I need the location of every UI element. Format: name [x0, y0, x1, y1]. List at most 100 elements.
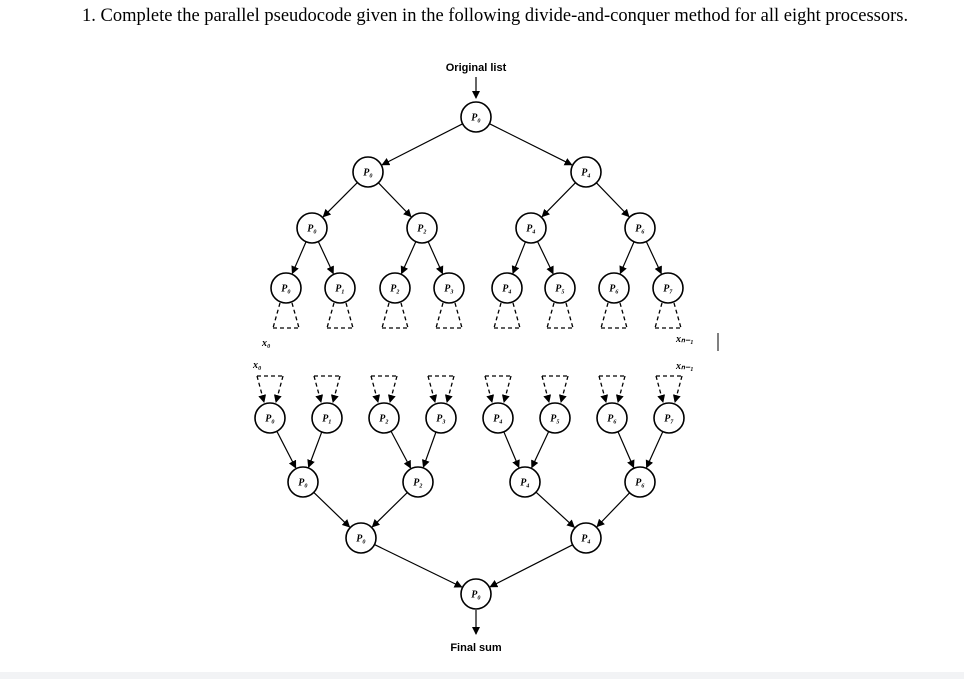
merge-dashes-3 [427, 375, 455, 403]
node-combine-l1-6-circle [596, 402, 628, 434]
divide-edge-l2-1 [377, 182, 412, 218]
combine-edge-l1-5 [531, 431, 550, 469]
combine-edge-l1-2 [390, 430, 412, 469]
divide-edge-l3-1 [317, 241, 334, 275]
node-combine-l1-1-circle [311, 402, 343, 434]
node-combine-l1-5: P₅ [539, 402, 571, 434]
split-dashes-2 [381, 302, 409, 329]
node-divide-l2-2-label: P₄ [526, 223, 536, 234]
merge-dashes-6 [598, 375, 626, 403]
node-final: P₀ [460, 578, 492, 610]
combine-edge-l2-1 [371, 492, 408, 528]
node-divide-l3-0: P₀ [270, 272, 302, 304]
node-combine-l2-2-circle [509, 466, 541, 498]
node-divide-l3-3: P₃ [433, 272, 465, 304]
final-sum-caption: Final sum [450, 642, 502, 654]
node-combine-l2-1: P₂ [402, 466, 434, 498]
divide-edge-l3-6 [619, 241, 635, 275]
node-divide-l3-6-circle [598, 272, 630, 304]
node-root: P₀ [460, 101, 492, 133]
node-divide-l2-0-circle [296, 212, 328, 244]
node-divide-l2-2-circle [515, 212, 547, 244]
node-combine-l1-4-circle [482, 402, 514, 434]
node-divide-l3-1: P₁ [324, 272, 356, 304]
combine-edge-l1-7 [645, 431, 664, 469]
combine-edge-l3-1 [489, 544, 573, 588]
combine-edge-l3-0 [374, 544, 463, 588]
combine-edge-l1-6 [617, 431, 635, 469]
node-combine-l3-1-label: P₄ [581, 533, 591, 544]
node-divide-l3-2-circle [379, 272, 411, 304]
node-combine-l1-7-circle [653, 402, 685, 434]
node-divide-l3-5-label: P₅ [555, 283, 565, 294]
split-dashes-4 [493, 302, 521, 329]
x-last-label-upper: xₙ₋₁ [675, 334, 694, 345]
split-dashes-7 [654, 302, 682, 329]
node-combine-l2-0-label: P₀ [298, 477, 308, 488]
divide-edge-l2-0 [322, 182, 358, 218]
node-divide-l1-1: P₄ [570, 156, 602, 188]
node-combine-l3-0-circle [345, 522, 377, 554]
node-combine-l2-0: P₀ [287, 466, 319, 498]
split-dashes-3 [435, 302, 463, 329]
node-combine-l3-1: P₄ [570, 522, 602, 554]
footer-strip [0, 672, 964, 679]
node-divide-l2-3-label: P₆ [635, 223, 645, 234]
node-divide-l3-7: P₇ [652, 272, 684, 304]
node-divide-l3-1-label: P₁ [335, 283, 345, 294]
node-combine-l2-1-circle [402, 466, 434, 498]
split-dashes-1 [326, 302, 354, 329]
combine-edge-l2-0 [313, 491, 351, 528]
node-combine-l1-5-label: P₅ [550, 413, 560, 424]
edges-group [256, 77, 683, 635]
node-divide-l1-0-label: P₀ [363, 167, 373, 178]
split-dashes-6 [600, 302, 628, 329]
combine-edge-l1-0 [276, 431, 297, 469]
node-divide-l3-7-circle [652, 272, 684, 304]
node-root-circle [460, 101, 492, 133]
node-combine-l1-7-label: P₇ [664, 413, 674, 424]
node-divide-l3-4-label: P₄ [502, 283, 512, 294]
node-divide-l3-0-circle [270, 272, 302, 304]
node-combine-l1-0-label: P₀ [265, 413, 275, 424]
node-divide-l3-7-label: P₇ [663, 283, 673, 294]
node-divide-l2-0-label: P₀ [307, 223, 317, 234]
node-combine-l1-2-circle [368, 402, 400, 434]
node-combine-l2-3-label: P₆ [635, 477, 645, 488]
merge-dashes-4 [484, 375, 512, 403]
divide-edge-l3-0 [291, 241, 307, 275]
combine-edge-l2-2 [535, 491, 575, 528]
node-divide-l3-6-label: P₆ [609, 283, 619, 294]
node-combine-l1-2-label: P₂ [379, 413, 389, 424]
node-combine-l2-2: P₄ [509, 466, 541, 498]
node-divide-l1-0-circle [352, 156, 384, 188]
merge-dashes-1 [313, 375, 341, 403]
merge-dashes-0 [256, 375, 284, 403]
node-combine-l1-4-label: P₄ [493, 413, 503, 424]
node-combine-l1-6-label: P₆ [607, 413, 617, 424]
node-final-label: P₀ [471, 589, 481, 600]
node-divide-l3-3-circle [433, 272, 465, 304]
divide-edge-l1-1 [489, 123, 573, 166]
node-combine-l3-1-circle [570, 522, 602, 554]
node-combine-l1-2: P₂ [368, 402, 400, 434]
node-divide-l3-6: P₆ [598, 272, 630, 304]
combine-edge-l1-3 [422, 431, 437, 468]
node-combine-l1-3-label: P₃ [436, 413, 446, 424]
node-combine-l1-1: P₁ [311, 402, 343, 434]
node-divide-l3-4-circle [491, 272, 523, 304]
node-root-label: P₀ [471, 112, 481, 123]
x-first-label-lower: x₀ [252, 360, 262, 371]
divide-edge-l3-4 [511, 241, 526, 275]
node-divide-l3-3-label: P₃ [444, 283, 454, 294]
divide-edge-l2-3 [595, 182, 630, 218]
node-divide-l2-3-circle [624, 212, 656, 244]
node-divide-l3-4: P₄ [491, 272, 523, 304]
node-combine-l1-1-label: P₁ [322, 413, 332, 424]
merge-dashes-7 [655, 375, 683, 403]
merge-dashes-2 [370, 375, 398, 403]
node-combine-l1-0-circle [254, 402, 286, 434]
node-divide-l2-2: P₄ [515, 212, 547, 244]
split-dashes-0 [272, 302, 300, 329]
